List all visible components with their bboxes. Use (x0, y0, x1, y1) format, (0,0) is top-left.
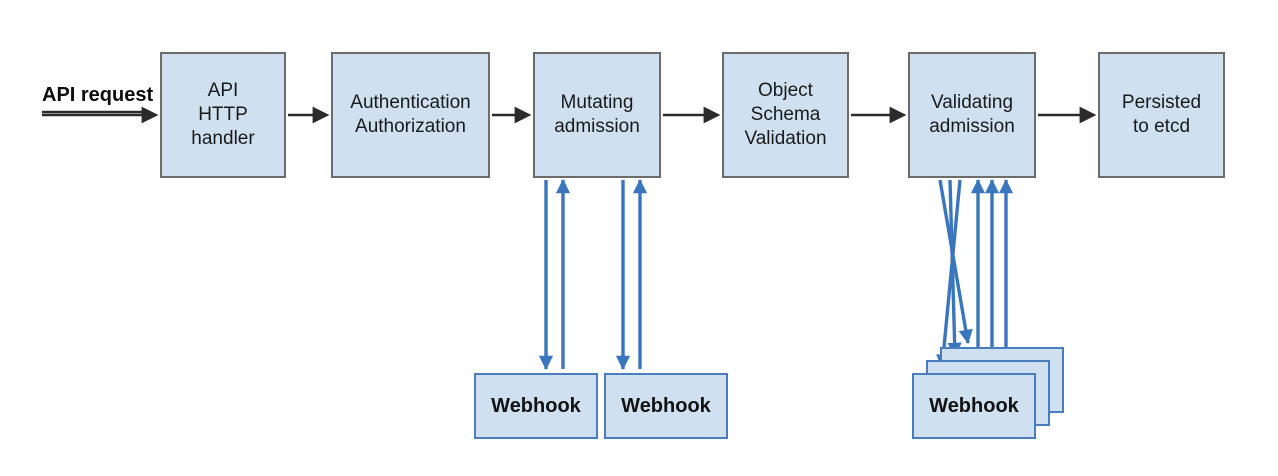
stage-box-object-schema: Object Schema Validation (722, 52, 849, 178)
stage-box-auth: Authentication Authorization (331, 52, 490, 178)
stage-box-validating-admission: Validating admission (908, 52, 1036, 178)
webhook-box-mutating-webhook-2: Webhook (604, 373, 728, 439)
stage-box-mutating-admission: Mutating admission (533, 52, 661, 178)
webhook-arrow-validating-call-3-down (936, 179, 962, 370)
webhook-arrow-group (538, 178, 1014, 371)
entry-label: API request (42, 84, 154, 106)
stage-box-persisted-etcd: Persisted to etcd (1098, 52, 1225, 178)
stage-box-api-http-handler: API HTTP handler (160, 52, 286, 178)
webhook-arrow-validating-call-1-down (938, 179, 973, 345)
webhook-box-validating-webhook-stack: Webhook (912, 373, 1036, 439)
webhook-arrow-validating-call-2-down (947, 179, 962, 358)
webhook-box-mutating-webhook-1: Webhook (474, 373, 598, 439)
